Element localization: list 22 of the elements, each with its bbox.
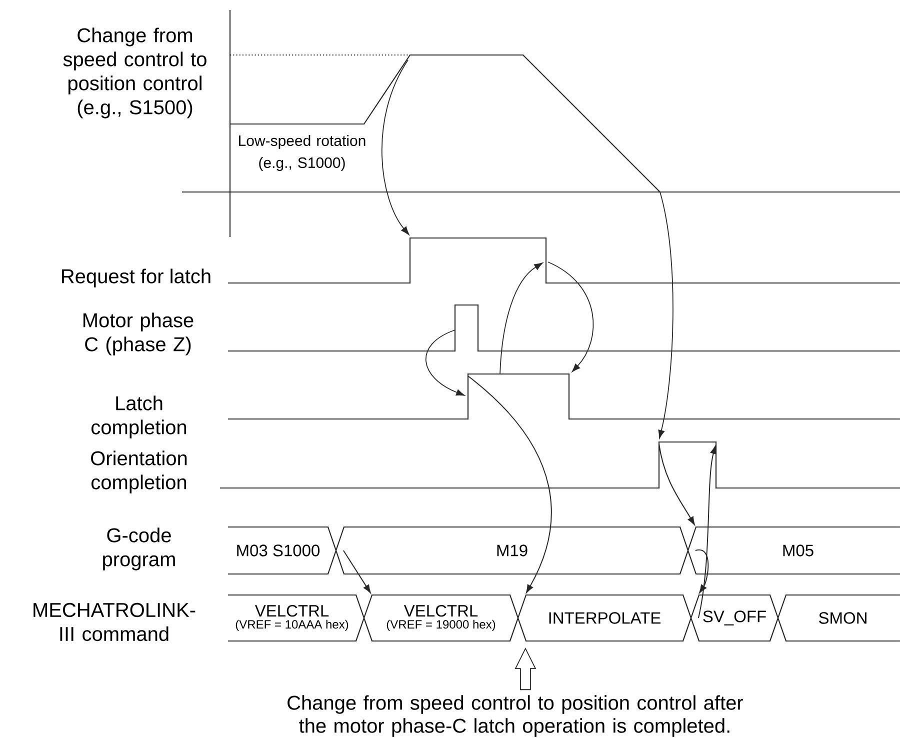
- signal-label: Change from speed control to position control (e.g., S1500): [63, 28, 206, 118]
- arrow: [468, 376, 552, 594]
- arrow: [342, 550, 371, 594]
- signal-label: Latch completion: [92, 396, 186, 438]
- bus-segment: SV_OFF: [690, 594, 779, 642]
- bus-segment: VELCTRL (VREF = 19000 hex): [363, 594, 519, 642]
- bus-segment: M05: [687, 526, 900, 575]
- bus-segment: SMON: [777, 594, 900, 642]
- arrow: [698, 446, 717, 618]
- bus-segment: INTERPOLATE: [517, 594, 692, 642]
- arrow: [694, 549, 709, 594]
- signal-label: Request for latch: [62, 268, 210, 288]
- note-text: Change from speed control to position control after the motor phase-C latch operation is completed.: [288, 695, 744, 737]
- bus-segment: M19: [335, 526, 689, 575]
- bus-segment: M03 S1000: [228, 526, 337, 575]
- bus-segment: VELCTRL (VREF = 10AAA hex): [228, 594, 365, 642]
- arrow: [658, 444, 695, 526]
- signal-label: Motor phase C (phase Z): [84, 312, 194, 356]
- signal-label: MECHATROLINK-III command: [34, 602, 196, 642]
- signal-label: Orientation completion: [91, 450, 187, 494]
- signal-label: Low-speed rotation (e.g., S1000): [239, 135, 366, 171]
- signal-label: G-code program: [103, 528, 175, 570]
